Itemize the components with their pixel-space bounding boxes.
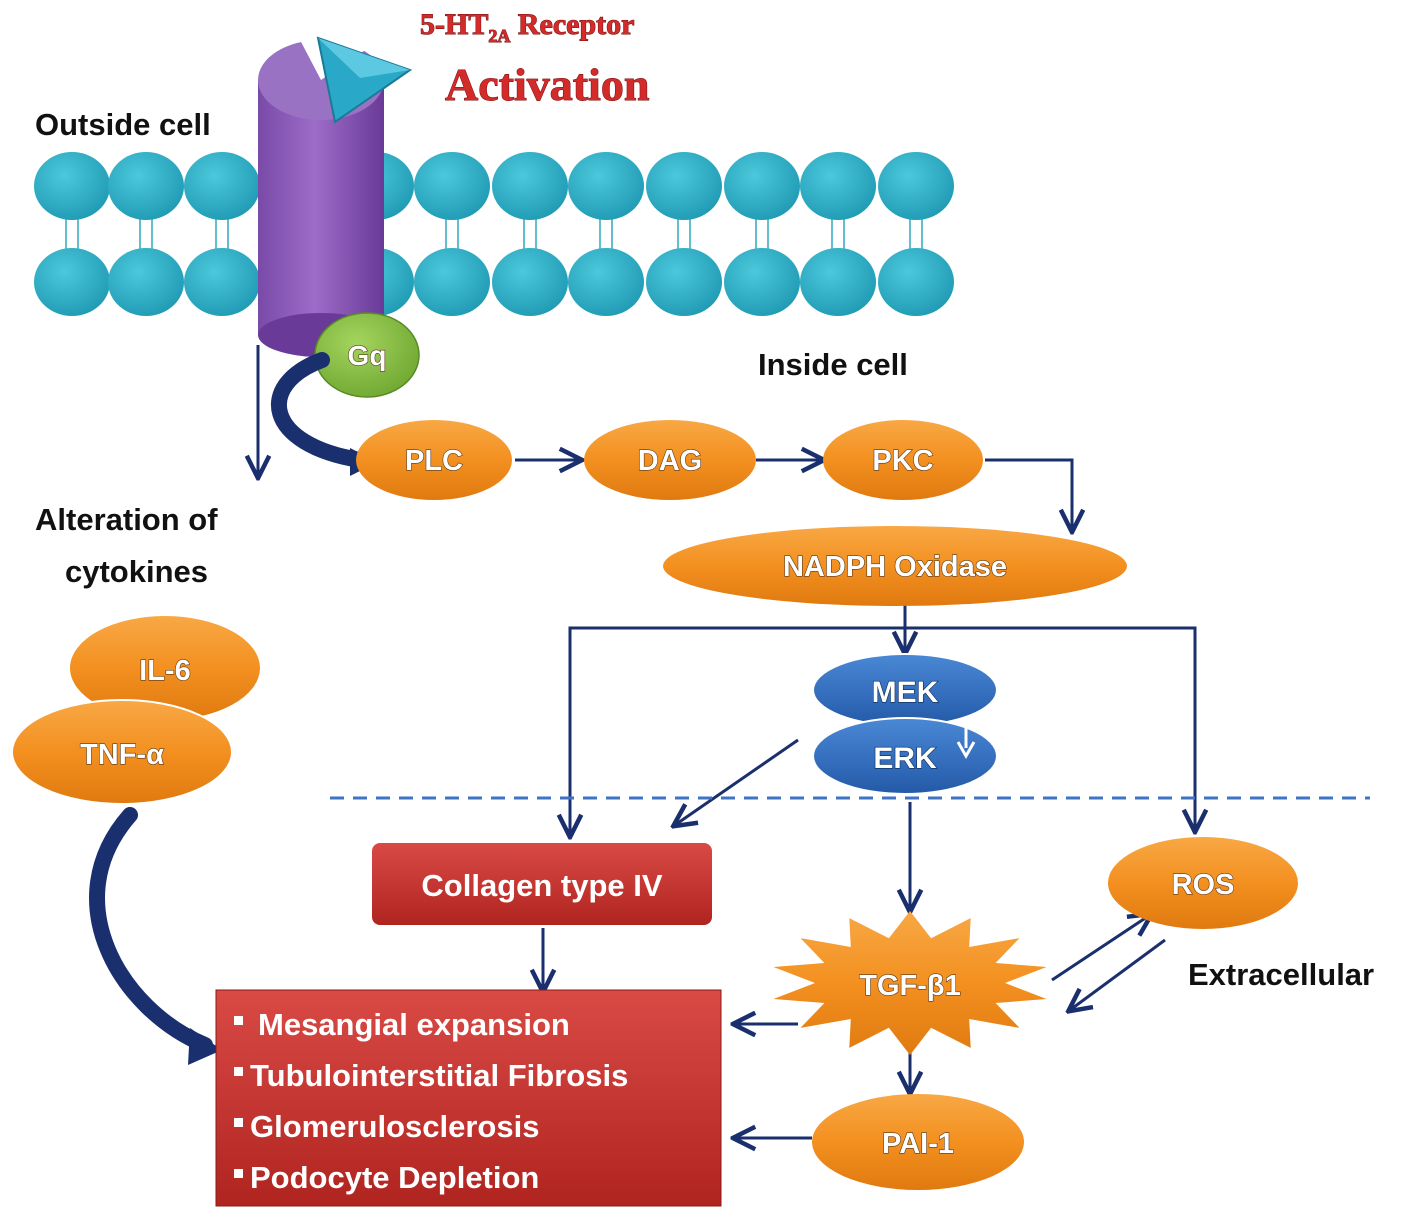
label-mek: MEK [872,676,939,709]
lipid-head [492,152,568,220]
alteration-label-line-1: Alteration of [35,502,218,537]
lipid-head [646,152,722,220]
lipid-head [568,248,644,316]
lipid-head [34,248,110,316]
lipid-head [108,248,184,316]
arrow-pkc-to-nadph [985,458,1072,530]
label-tnf-alpha: TNF-α [80,739,164,771]
bullet-icon [234,1169,243,1178]
node-tnf-alpha: TNF-α [11,699,233,805]
diagram-title: 5-HT2A Receptor Activation [420,8,650,111]
outcome-item: Tubulointerstitial Fibrosis [234,1058,628,1093]
bullet-icon [234,1016,243,1025]
arrow-nadph-to-ros [905,626,1195,830]
mek-to-erk-arrow-icon [956,720,976,760]
alteration-label-line-2: cytokines [65,554,208,589]
bullet-icon [234,1118,243,1127]
lipid-head [878,152,954,220]
outcome-item: Mesangial expansion [234,1007,570,1042]
label-collagen-type-iv: Collagen type IV [421,868,662,903]
outside-cell-label: Outside cell [35,107,211,142]
outcome-item: Glomerulosclerosis [234,1109,539,1144]
lipid-head [184,248,260,316]
node-gq: Gq [314,312,420,398]
node-plc: PLC [356,420,512,500]
outcome-glomerulosclerosis: Glomerulosclerosis [250,1109,539,1144]
label-tgf-beta1: TGF-β1 [859,970,960,1002]
node-pkc: PKC [823,420,983,500]
receptor-5ht2a [258,40,384,357]
ligand-triangle-icon [316,36,413,124]
lipid-head [646,248,722,316]
lipid-head [568,152,644,220]
cell-membrane [34,152,954,316]
outcome-podocyte-depletion: Podocyte Depletion [250,1160,539,1195]
node-erk: ERK [812,717,998,795]
lipid-head [800,248,876,316]
lipid-head [108,152,184,220]
label-plc: PLC [405,445,463,477]
node-collagen-type-iv: Collagen type IV [372,843,712,925]
lipid-head [414,152,490,220]
node-nadph-oxidase: NADPH Oxidase [663,526,1127,606]
inside-cell-label: Inside cell [758,347,908,382]
node-tgf-beta1: TGF-β1 [773,911,1047,1055]
arrow-ros-to-tgf [1070,938,1166,1010]
label-erk: ERK [873,742,937,775]
title-line-2: Activation [445,59,649,110]
lipid-head [414,248,490,316]
extracellular-label: Extracellular [1188,957,1374,992]
arrow-nadph-to-collagen [570,626,905,835]
outcomes-box: Mesangial expansion Tubulointerstitial F… [215,989,722,1207]
lipid-head [34,152,110,220]
label-nadph-oxidase: NADPH Oxidase [783,551,1007,583]
lipid-head [492,248,568,316]
node-mek: MEK [812,653,998,727]
label-ros: ROS [1172,869,1235,901]
label-pkc: PKC [872,445,933,477]
arrow-tgf-to-ros [1051,915,1150,982]
outcome-item: Podocyte Depletion [234,1160,539,1195]
arrow-gq-to-plc [270,352,368,468]
tgf-starburst-shape [773,911,1047,1055]
node-dag: DAG [584,420,756,500]
node-pai-1: PAI-1 [812,1094,1024,1190]
lipid-head [724,248,800,316]
label-gq: Gq [348,340,387,371]
lipid-head [800,152,876,220]
lipid-head [184,152,260,220]
arrow-erk-to-collagen [675,738,799,825]
label-dag: DAG [638,445,702,477]
outcome-tubulointerstitial-fibrosis: Tubulointerstitial Fibrosis [250,1058,628,1093]
node-il-6: IL-6 [70,616,260,720]
outcome-mesangial-expansion: Mesangial expansion [258,1007,570,1042]
arrow-cytokines-to-outcomes-head [188,1028,222,1065]
node-ros: ROS [1108,837,1298,929]
lipid-head [878,248,954,316]
label-il-6: IL-6 [139,655,191,687]
title-line-1: 5-HT2A Receptor [420,8,634,46]
bullet-icon [234,1067,243,1076]
arrow-cytokines-to-outcomes [89,807,213,1053]
label-pai-1: PAI-1 [882,1128,954,1160]
lipid-head [724,152,800,220]
